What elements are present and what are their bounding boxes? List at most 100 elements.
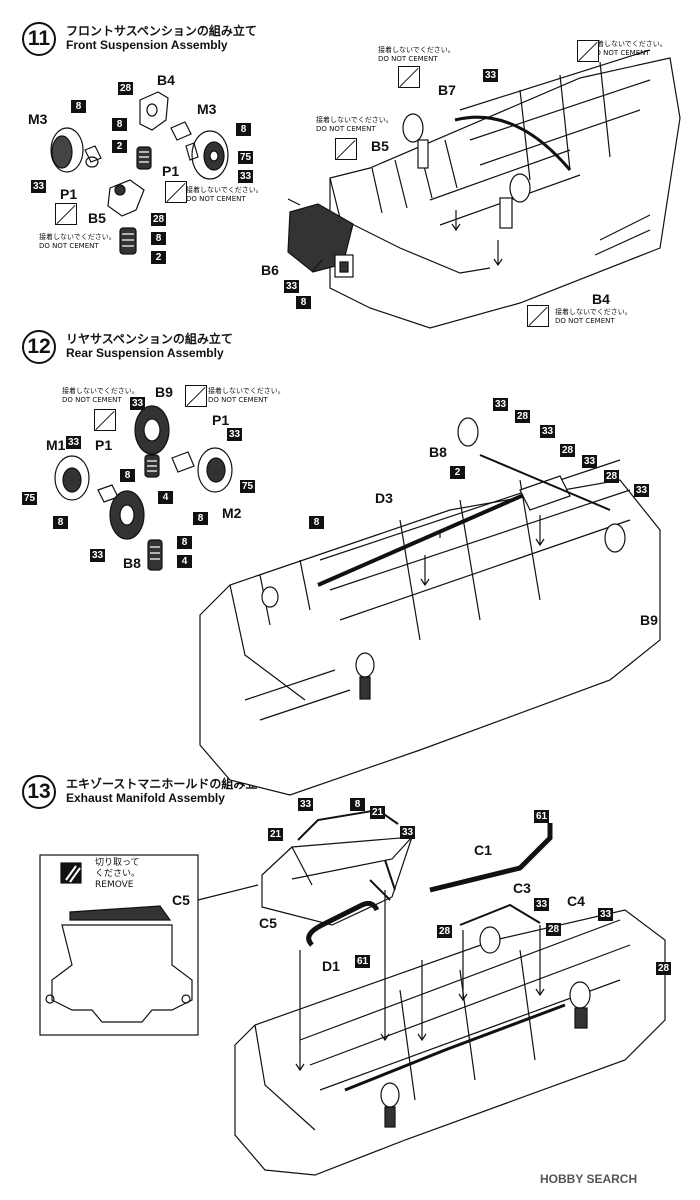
no-cement-icon [94, 409, 116, 431]
step-13-title-en: Exhaust Manifold Assembly [66, 791, 225, 805]
no-cement-en: DO NOT CEMENT [186, 195, 246, 203]
runner-21: 21 [370, 806, 385, 819]
no-cement-en: DO NOT CEMENT [62, 396, 122, 404]
runner-33: 33 [66, 436, 81, 449]
runner-75: 75 [22, 492, 37, 505]
step13-parts [261, 808, 609, 947]
runner-33: 33 [483, 69, 498, 82]
label-b5-car: B5 [371, 138, 389, 154]
label-p1-left: P1 [60, 186, 78, 202]
no-cement-icon [527, 305, 549, 327]
runner-33: 33 [227, 428, 242, 441]
no-cement-icon [55, 203, 77, 225]
runner-33: 33 [31, 180, 46, 193]
label-c3: C3 [513, 880, 531, 896]
label-b6: B6 [261, 262, 279, 278]
step-12-number: 12 [22, 330, 56, 364]
no-cement-note: 接着しないでください。DO NOT CEMENT [316, 116, 393, 134]
runner-28: 28 [604, 470, 619, 483]
step-12-title-jp: リヤサスペンションの組み立て [66, 332, 233, 346]
step11-parts [50, 91, 229, 255]
no-cement-jp: 接着しないでください。 [62, 387, 139, 395]
label-m3-right: M3 [197, 101, 217, 117]
step13-car-body [234, 890, 666, 1176]
runner-2: 2 [151, 251, 166, 264]
runner-33: 33 [598, 908, 613, 921]
runner-8: 8 [296, 296, 311, 309]
no-cement-note: 接着しないでください。DO NOT CEMENT [378, 46, 455, 64]
runner-28: 28 [546, 923, 561, 936]
no-cement-en: DO NOT CEMENT [378, 55, 438, 63]
label-c5-detail: C5 [172, 892, 190, 908]
runner-33: 33 [493, 398, 508, 411]
label-p1-rear-right: P1 [212, 412, 230, 428]
runner-28: 28 [118, 82, 133, 95]
label-d1: D1 [322, 958, 340, 974]
label-b9-top: B9 [155, 384, 173, 400]
no-cement-icon [165, 181, 187, 203]
no-cement-icon [185, 385, 207, 407]
runner-8: 8 [309, 516, 324, 529]
runner-61: 61 [355, 955, 370, 968]
runner-21: 21 [268, 828, 283, 841]
no-cement-note: 接着しないでください。DO NOT CEMENT [39, 233, 116, 251]
no-cement-note: 接着しないでください。DO NOT CEMENT [62, 387, 139, 405]
runner-8: 8 [177, 536, 192, 549]
step-12-title-en: Rear Suspension Assembly [66, 346, 224, 360]
no-cement-jp: 接着しないでください。 [555, 308, 632, 316]
label-c4: C4 [567, 893, 585, 909]
label-b4-car: B4 [592, 291, 610, 307]
label-b4-top: B4 [157, 72, 175, 88]
runner-4: 4 [158, 491, 173, 504]
runner-33: 33 [534, 898, 549, 911]
label-p1-rear-left: P1 [95, 437, 113, 453]
runner-33: 33 [284, 280, 299, 293]
label-p1-right: P1 [162, 163, 180, 179]
no-cement-icon [335, 138, 357, 160]
no-cement-note: 接着しないでください。DO NOT CEMENT [590, 40, 667, 58]
label-d3: D3 [375, 490, 393, 506]
step-11-title-en: Front Suspension Assembly [66, 38, 228, 52]
no-cement-en: DO NOT CEMENT [39, 242, 99, 250]
runner-2: 2 [112, 140, 127, 153]
detail-leader [197, 884, 259, 901]
runner-28: 28 [437, 925, 452, 938]
runner-8: 8 [112, 118, 127, 131]
runner-28: 28 [656, 962, 671, 975]
no-cement-en: DO NOT CEMENT [316, 125, 376, 133]
runner-8: 8 [193, 512, 208, 525]
runner-75: 75 [240, 480, 255, 493]
step12-parts [54, 405, 233, 571]
label-b8-car: B8 [429, 444, 447, 460]
step11-car-body [287, 49, 681, 329]
no-cement-icon [398, 66, 420, 88]
remove-note: 切り取って ください。 REMOVE [95, 858, 140, 891]
no-cement-jp: 接着しないでください。 [316, 116, 393, 124]
no-cement-en: DO NOT CEMENT [208, 396, 268, 404]
label-b7: B7 [438, 82, 456, 98]
label-b5-left: B5 [88, 210, 106, 226]
no-cement-note: 接着しないでください。DO NOT CEMENT [208, 387, 285, 405]
remove-jp-1: 切り取って [95, 858, 140, 868]
no-cement-jp: 接着しないでください。 [186, 186, 263, 194]
runner-28: 28 [151, 213, 166, 226]
runner-8: 8 [53, 516, 68, 529]
runner-8: 8 [120, 469, 135, 482]
runner-75: 75 [238, 151, 253, 164]
runner-28: 28 [560, 444, 575, 457]
step-11-title-jp: フロントサスペンションの組み立て [66, 24, 257, 38]
label-c5: C5 [259, 915, 277, 931]
remove-jp-2: ください。 [95, 869, 141, 879]
remove-en: REMOVE [95, 880, 134, 890]
runner-8: 8 [71, 100, 86, 113]
runner-33: 33 [540, 425, 555, 438]
label-m1: M1 [46, 437, 66, 453]
runner-28: 28 [515, 410, 530, 423]
runner-8: 8 [350, 798, 365, 811]
runner-33: 33 [634, 484, 649, 497]
runner-33: 33 [238, 170, 253, 183]
label-c1: C1 [474, 842, 492, 858]
no-cement-en: DO NOT CEMENT [590, 49, 650, 57]
runner-4: 4 [177, 555, 192, 568]
